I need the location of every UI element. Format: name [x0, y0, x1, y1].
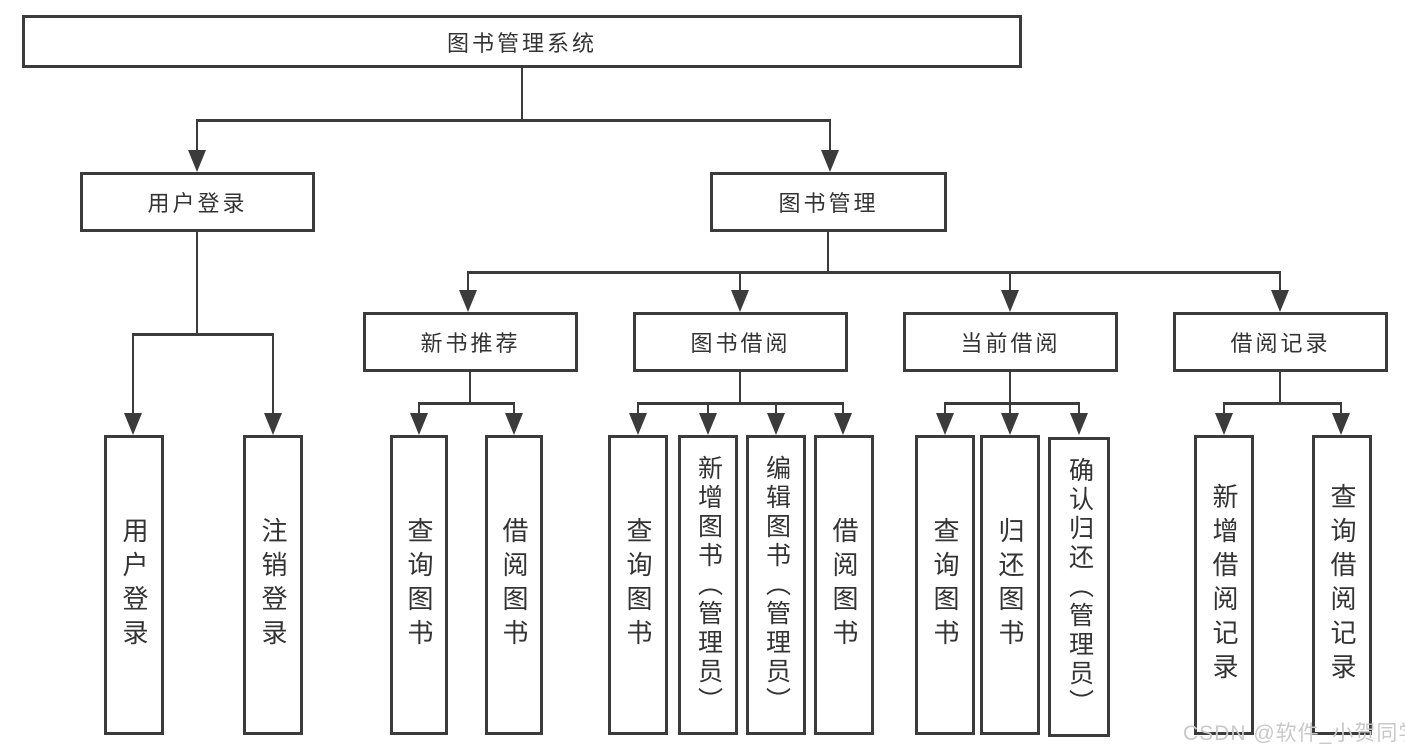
arrow-down-icon	[459, 290, 477, 312]
connector-line	[1009, 402, 1011, 416]
connector-line	[196, 119, 198, 153]
node-leaf-borrow-borrow: 借阅图书	[814, 435, 874, 735]
arrow-down-icon	[699, 413, 717, 435]
connector-line	[467, 271, 469, 293]
node-current-borrow: 当前借阅	[903, 312, 1118, 372]
connector-line	[707, 402, 709, 416]
node-leaf-current-confirm: 确认归还（管理员）	[1048, 437, 1110, 737]
leaf-label: 查询图书	[930, 517, 960, 653]
leaf-label: 借阅图书	[829, 517, 859, 653]
connector-line	[842, 402, 844, 416]
arrow-down-icon	[124, 413, 142, 435]
node-book-mgmt-label: 图书管理	[778, 191, 879, 216]
node-new-books-label: 新书推荐	[420, 331, 521, 356]
node-current-borrow-label: 当前借阅	[960, 331, 1061, 356]
connector-line	[513, 402, 515, 416]
leaf-label: 确认归还（管理员）	[1065, 456, 1094, 718]
node-leaf-current-query: 查询图书	[915, 435, 975, 735]
arrow-down-icon	[1070, 413, 1088, 435]
connector-line	[827, 232, 829, 273]
connector-line	[1279, 271, 1281, 293]
connector-line	[1078, 402, 1080, 416]
connector-line	[467, 271, 1281, 274]
node-leaf-user-login: 用户登录	[104, 435, 164, 735]
connector-line	[1009, 271, 1011, 293]
node-borrow-records-label: 借阅记录	[1230, 331, 1331, 356]
connector-line	[775, 402, 777, 416]
arrow-down-icon	[1215, 413, 1233, 435]
node-leaf-borrow-query: 查询图书	[608, 435, 668, 735]
node-root: 图书管理系统	[22, 15, 1022, 68]
arrow-down-icon	[821, 150, 839, 172]
node-leaf-borrow-edit: 编辑图书（管理员）	[746, 435, 806, 735]
connector-line	[196, 119, 831, 122]
arrow-down-icon	[1332, 413, 1350, 435]
connector-line	[1340, 402, 1342, 416]
connector-line	[469, 372, 471, 405]
leaf-label: 查询图书	[404, 517, 434, 653]
leaf-label: 查询图书	[623, 517, 653, 653]
node-book-mgmt: 图书管理	[710, 172, 947, 232]
connector-line	[272, 333, 274, 415]
leaf-label: 用户登录	[119, 517, 149, 653]
node-user-login: 用户登录	[80, 172, 315, 232]
node-leaf-newbook-query: 查询图书	[390, 435, 448, 735]
arrow-down-icon	[731, 290, 749, 312]
arrow-down-icon	[936, 413, 954, 435]
arrow-down-icon	[834, 413, 852, 435]
connector-line	[944, 402, 946, 416]
connector-line	[829, 119, 831, 153]
node-leaf-logout: 注销登录	[243, 435, 303, 735]
node-user-login-label: 用户登录	[147, 191, 248, 216]
node-leaf-records-query: 查询借阅记录	[1312, 435, 1372, 735]
node-root-label: 图书管理系统	[446, 30, 597, 56]
connector-line	[132, 333, 274, 336]
node-new-books: 新书推荐	[363, 312, 578, 372]
leaf-label: 注销登录	[258, 517, 288, 653]
connector-line	[418, 402, 515, 405]
connector-line	[1223, 402, 1342, 405]
arrow-down-icon	[629, 413, 647, 435]
arrow-down-icon	[1001, 413, 1019, 435]
node-leaf-records-add: 新增借阅记录	[1194, 435, 1254, 735]
node-leaf-newbook-borrow: 借阅图书	[485, 435, 543, 735]
connector-line	[196, 232, 198, 336]
csdn-watermark: CSDN @软件_小贺同学	[1183, 722, 1405, 745]
connector-line	[1009, 372, 1011, 405]
leaf-label: 借阅图书	[499, 517, 529, 653]
arrow-down-icon	[1001, 290, 1019, 312]
connector-line	[637, 402, 639, 416]
leaf-label: 新增图书（管理员）	[694, 454, 723, 716]
connector-line	[739, 271, 741, 293]
node-leaf-borrow-add: 新增图书（管理员）	[678, 435, 738, 735]
arrow-down-icon	[505, 413, 523, 435]
connector-line	[637, 402, 844, 405]
leaf-label: 归还图书	[995, 517, 1025, 653]
arrow-down-icon	[767, 413, 785, 435]
connector-line	[739, 372, 741, 405]
connector-line	[1279, 372, 1281, 405]
node-book-borrow-label: 图书借阅	[690, 331, 791, 356]
arrow-down-icon	[264, 413, 282, 435]
leaf-label: 新增借阅记录	[1209, 483, 1239, 687]
leaf-label: 编辑图书（管理员）	[762, 454, 791, 716]
connector-line	[944, 402, 1080, 405]
leaf-label: 查询借阅记录	[1327, 483, 1357, 687]
arrow-down-icon	[188, 150, 206, 172]
connector-line	[521, 68, 523, 121]
node-leaf-current-return: 归还图书	[980, 435, 1040, 735]
arrow-down-icon	[1271, 290, 1289, 312]
node-book-borrow: 图书借阅	[633, 312, 848, 372]
node-borrow-records: 借阅记录	[1173, 312, 1388, 372]
arrow-down-icon	[410, 413, 428, 435]
connector-line	[1223, 402, 1225, 416]
connector-line	[418, 402, 420, 416]
connector-line	[132, 333, 134, 415]
